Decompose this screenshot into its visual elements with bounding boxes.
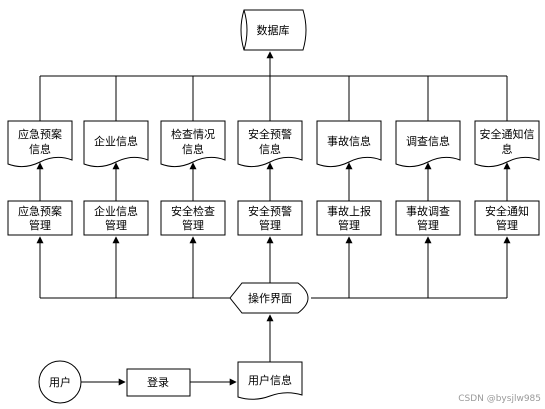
- document-label-6-1: 调查信息: [406, 134, 450, 148]
- watermark: CSDN @bysjlw985: [458, 394, 541, 404]
- operation-interface-label: 操作界面: [248, 291, 292, 305]
- document-label-4-1: 安全预警: [248, 127, 292, 141]
- document-node-2: 企业信息: [83, 120, 149, 168]
- module-label-5-2: 管理: [338, 218, 360, 232]
- login-node: 登录: [126, 368, 191, 397]
- module-label-2-2: 管理: [105, 218, 127, 232]
- module-label-4-1: 安全预警: [248, 204, 292, 218]
- module-label-1-2: 管理: [29, 218, 51, 232]
- user-label: 用户: [49, 375, 71, 389]
- module-label-3-2: 管理: [182, 218, 204, 232]
- module-label-5-1: 事故上报: [327, 204, 371, 218]
- document-label-7-1: 安全通知信: [480, 127, 535, 141]
- document-label-3-1: 检查情况: [171, 127, 215, 141]
- module-label-4-2: 管理: [259, 218, 281, 232]
- module-label-3-1: 安全检查: [171, 204, 215, 218]
- user-info-node: 用户信息: [237, 361, 303, 400]
- module-label-1-1: 应急预案: [18, 204, 62, 218]
- document-label-5-1: 事故信息: [327, 134, 371, 148]
- document-node-6: 调查信息: [395, 120, 461, 168]
- document-node-5: 事故信息: [316, 120, 382, 168]
- module-label-7-2: 管理: [496, 218, 518, 232]
- module-label-6-1: 事故调查: [406, 204, 450, 218]
- document-label-7-2: 息: [502, 142, 513, 156]
- user-info-label: 用户信息: [248, 373, 292, 387]
- module-label-7-1: 安全通知: [485, 204, 529, 218]
- database-node: 数据库: [240, 9, 307, 51]
- module-label-2-1: 企业信息: [94, 204, 138, 218]
- document-label-1-1: 应急预案: [18, 127, 62, 141]
- document-label-2-1: 企业信息: [94, 134, 138, 148]
- module-label-6-2: 管理: [417, 218, 439, 232]
- document-label-4-2: 信息: [259, 142, 281, 156]
- operation-interface-node: 操作界面: [229, 282, 309, 314]
- user-node: 用户: [38, 360, 82, 404]
- database-label: 数据库: [257, 23, 290, 37]
- document-label-3-2: 信息: [182, 142, 204, 156]
- document-label-1-2: 信息: [29, 142, 51, 156]
- login-label: 登录: [147, 375, 169, 389]
